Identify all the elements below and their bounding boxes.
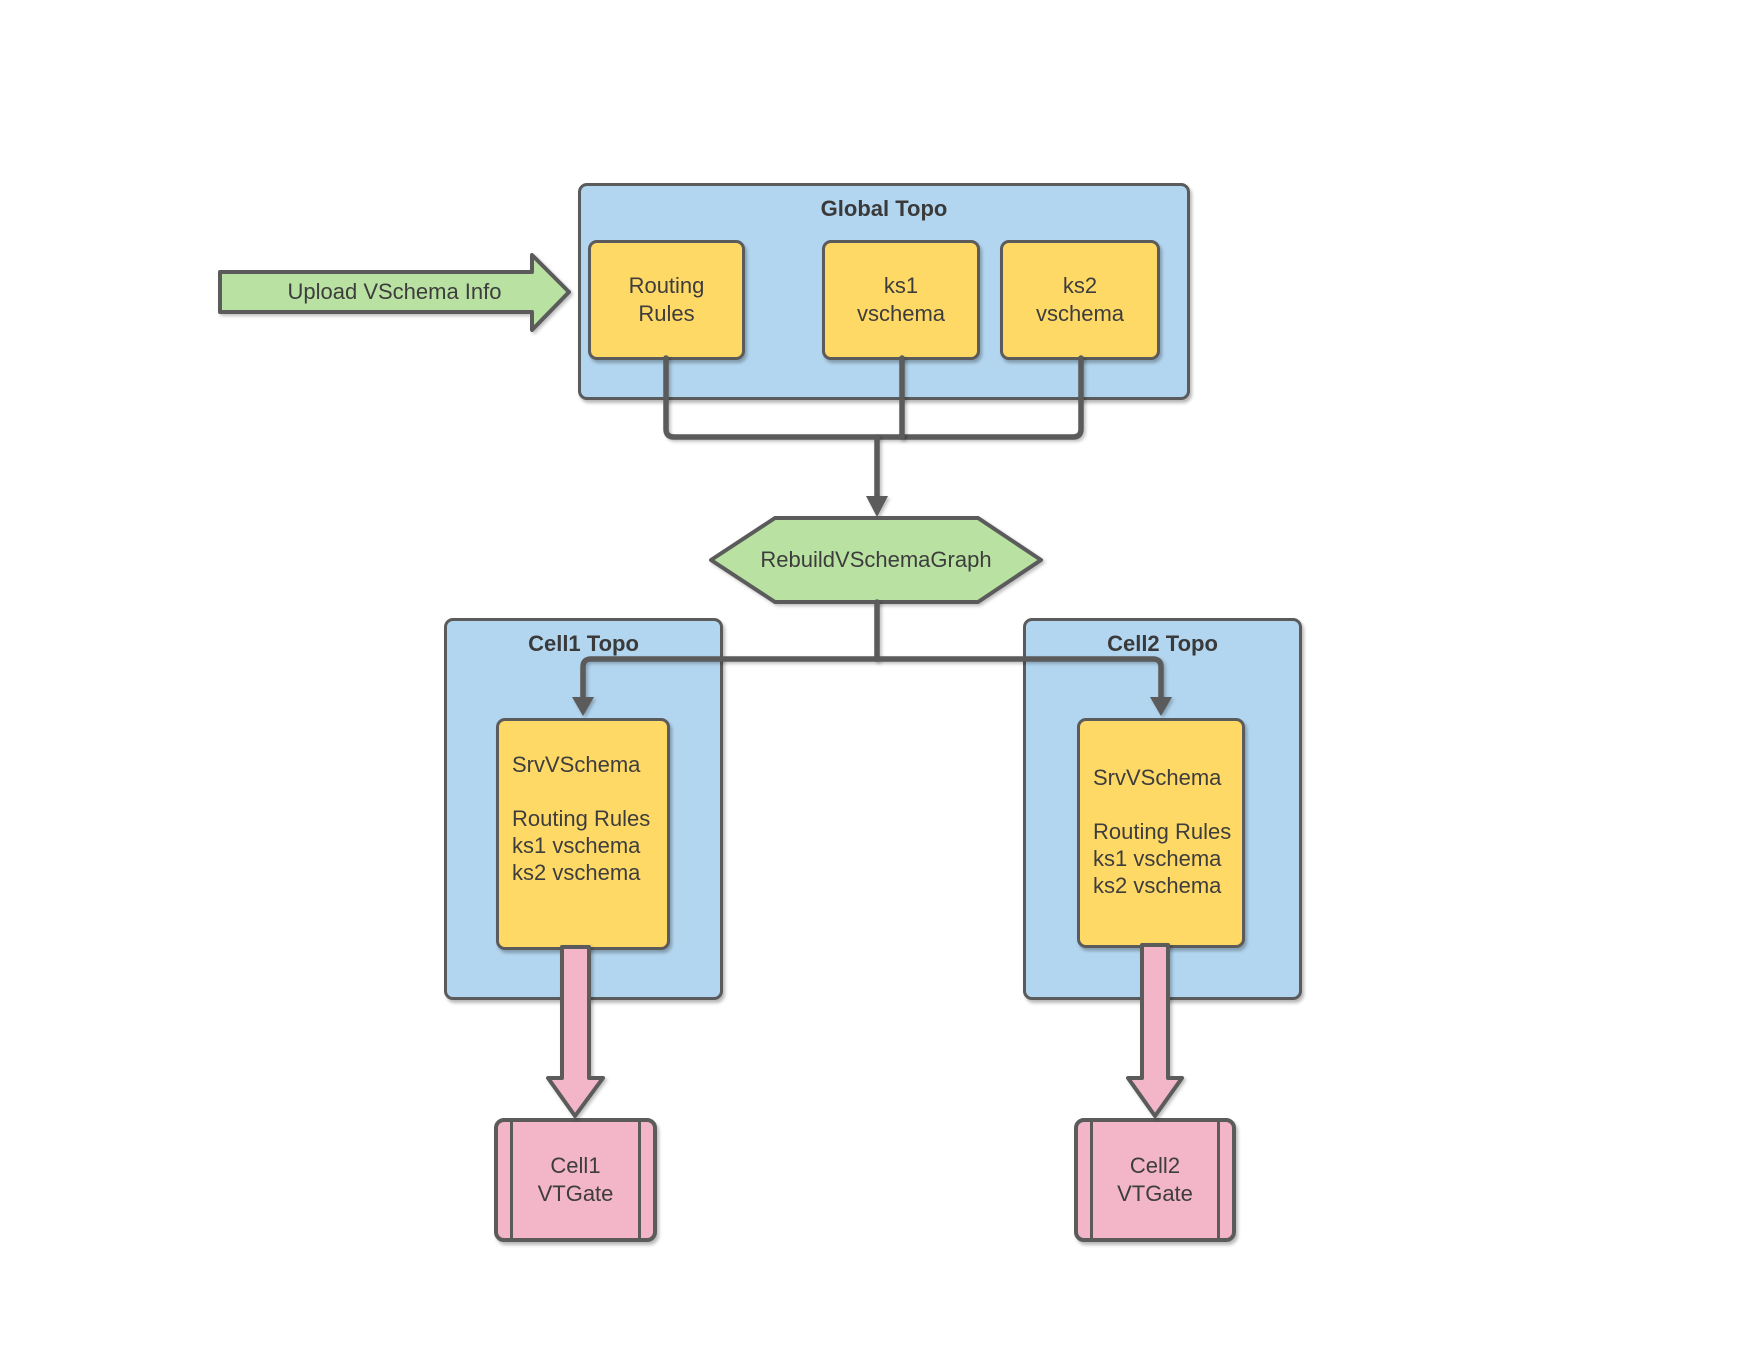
node-ks2-vschema: ks2 vschema bbox=[1000, 240, 1160, 360]
cell1-vtgate-right-line bbox=[638, 1122, 641, 1238]
global-topo-title: Global Topo bbox=[820, 196, 948, 221]
arrowhead-rebuild bbox=[866, 496, 888, 517]
cell1-vtgate-label: Cell1 VTGate bbox=[537, 1153, 614, 1206]
upload-arrow-label: Upload VSchema Info bbox=[287, 279, 502, 304]
cell2-vtgate-box: Cell2 VTGate bbox=[1074, 1118, 1236, 1242]
cell1-srvvschema-text: SrvVSchema Routing Rules ks1 vschema ks2… bbox=[512, 752, 651, 885]
cell2-srvvschema-node: SrvVSchema Routing Rules ks1 vschema ks2… bbox=[1077, 718, 1245, 948]
cell1-vtgate-left-line bbox=[510, 1122, 513, 1238]
cell2-srvvschema-text: SrvVSchema Routing Rules ks1 vschema ks2… bbox=[1093, 765, 1232, 898]
cell1-topo-title: Cell1 Topo bbox=[528, 631, 639, 656]
cell2-vtgate-right-line bbox=[1217, 1122, 1220, 1238]
cell1-vtgate-box: Cell1 VTGate bbox=[494, 1118, 657, 1242]
cell2-topo-title: Cell2 Topo bbox=[1107, 631, 1218, 656]
node-routing-rules: Routing Rules bbox=[588, 240, 745, 360]
cell2-vtgate-left-line bbox=[1090, 1122, 1093, 1238]
rebuild-hexagon-label: RebuildVSchemaGraph bbox=[760, 547, 992, 572]
node-ks1-vschema: ks1 vschema bbox=[822, 240, 980, 360]
cell2-vtgate-label: Cell2 VTGate bbox=[1117, 1153, 1193, 1206]
cell1-srvvschema-node: SrvVSchema Routing Rules ks1 vschema ks2… bbox=[496, 718, 670, 950]
